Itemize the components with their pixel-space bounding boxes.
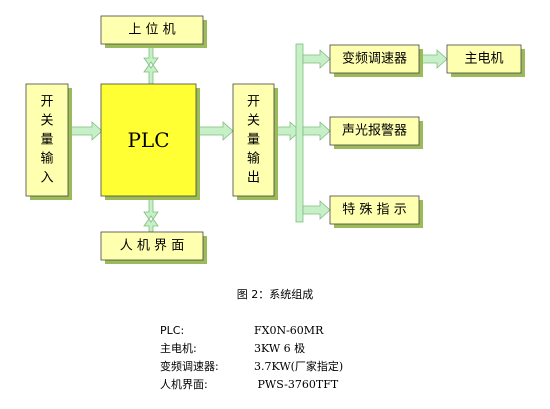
block-label: 主电机 xyxy=(464,52,503,67)
system-diagram: 上 位 机开关量输入PLC开关量输出人 机 界 面变频调速器主电机声光报警器特 … xyxy=(25,15,525,264)
spec-value: 3KW 6 极 xyxy=(254,342,306,355)
spec-value: FX0N-60MR xyxy=(254,324,324,337)
output-bus xyxy=(295,43,304,223)
figure-caption: 图 2：系统组成 xyxy=(236,288,314,301)
block-label-char: 开 xyxy=(40,95,53,110)
block-label-char: 量 xyxy=(247,133,260,148)
block-vfd: 变频调速器 xyxy=(329,44,423,77)
block-label-char: 输 xyxy=(40,151,53,167)
block-box xyxy=(329,44,420,74)
spec-row-vfd: 变频调速器: 3.7KW(厂家指定) xyxy=(160,358,343,376)
spec-value: 3.7KW(厂家指定) xyxy=(254,360,344,373)
block-label: 上 位 机 xyxy=(128,23,175,38)
block-box xyxy=(232,83,275,197)
blocks: 上 位 机开关量输入PLC开关量输出人 机 界 面变频调速器主电机声光报警器特 … xyxy=(25,15,525,264)
block-label-char: 入 xyxy=(40,171,53,186)
block-label-char: 出 xyxy=(247,171,260,186)
spec-row-plc: PLC: FX0N-60MR xyxy=(160,322,343,340)
block-label-char: 开 xyxy=(247,95,260,110)
block-label: 声光报警器 xyxy=(342,123,407,139)
block-box xyxy=(446,44,522,74)
block-label: 特 殊 指 示 xyxy=(342,203,406,218)
spec-list: PLC: FX0N-60MR 主电机: 3KW 6 极 变频调速器: 3.7KW(厂家… xyxy=(160,322,343,394)
arrow-upper-plc xyxy=(143,43,159,85)
spec-value: PWS-3760TFT xyxy=(254,378,339,391)
block-box xyxy=(329,116,420,146)
arrow-bus-alarm xyxy=(302,121,331,141)
spec-key: 变频调速器: xyxy=(160,360,219,373)
spec-key: 主电机: xyxy=(160,342,197,355)
arrow-bus-indicator xyxy=(302,200,331,220)
block-label: 变频调速器 xyxy=(342,51,407,67)
arrow-plc-output xyxy=(195,121,234,141)
connectors xyxy=(67,43,448,233)
block-label: 人 机 界 面 xyxy=(120,239,184,254)
block-label-char: 输 xyxy=(247,151,260,167)
block-main-motor: 主电机 xyxy=(446,44,525,77)
block-indicator: 特 殊 指 示 xyxy=(329,195,423,228)
spec-key: PLC: xyxy=(160,324,185,337)
block-box xyxy=(100,231,204,261)
block-label: PLC xyxy=(127,128,169,152)
spec-row-motor: 主电机: 3KW 6 极 xyxy=(160,340,343,358)
block-plc: PLC xyxy=(100,83,200,200)
arrow-input-plc xyxy=(67,121,103,141)
arrow-bus-vfd xyxy=(302,49,331,69)
block-box xyxy=(100,15,204,45)
block-label-char: 关 xyxy=(247,114,260,129)
block-box xyxy=(329,195,420,225)
block-alarm: 声光报警器 xyxy=(329,116,423,149)
block-box xyxy=(25,83,69,197)
arrow-vfd-motor xyxy=(418,49,448,69)
block-label-char: 关 xyxy=(40,114,53,129)
block-hmi: 人 机 界 面 xyxy=(100,231,207,264)
block-box xyxy=(100,83,197,197)
block-upper-computer: 上 位 机 xyxy=(100,15,207,48)
block-label-char: 量 xyxy=(40,133,53,148)
spec-key: 人机界面: xyxy=(160,378,208,391)
arrow-plc-hmi xyxy=(143,195,159,233)
spec-row-hmi: 人机界面: PWS-3760TFT xyxy=(160,376,343,394)
